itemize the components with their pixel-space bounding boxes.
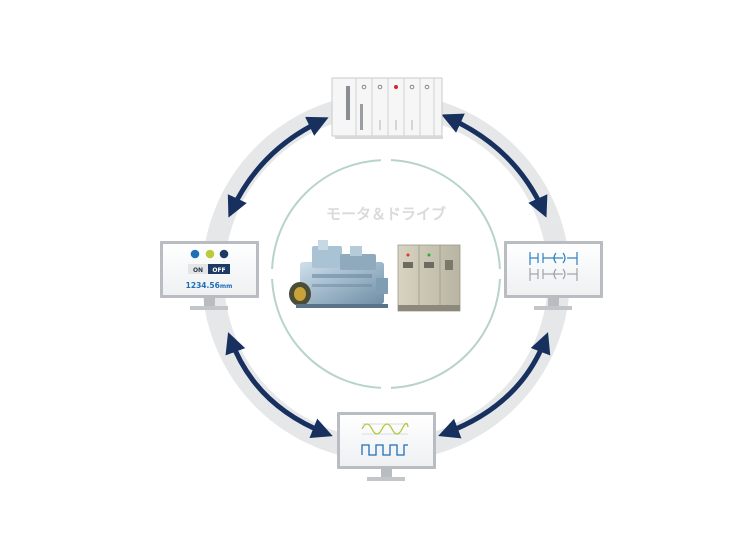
arrows xyxy=(225,113,551,439)
on-button xyxy=(188,264,208,274)
arrow-ladder-to-scope xyxy=(438,332,551,439)
readout-unit: mm xyxy=(220,283,233,290)
on-button-label: ON xyxy=(193,267,203,274)
arrow-plc-to-ladder xyxy=(441,113,548,218)
arrow-plc-to-hmi xyxy=(227,116,329,218)
status-lamp-green xyxy=(205,249,215,259)
waveform-icon xyxy=(361,422,409,456)
motor-image xyxy=(289,240,388,308)
ladder-monitor xyxy=(504,241,603,310)
inner-circle-gaps xyxy=(267,154,505,393)
plc-controller-image xyxy=(331,77,443,139)
arrow-hmi-to-scope xyxy=(225,332,333,439)
position-readout: 1234.56mm xyxy=(186,281,233,290)
off-button xyxy=(208,264,230,274)
center-title: モータ＆ドライブ xyxy=(326,205,446,223)
readout-value: 1234.56 xyxy=(186,281,220,290)
status-lamp-blue xyxy=(190,249,200,259)
off-button-label: OFF xyxy=(212,267,225,274)
drive-cabinet-image xyxy=(397,244,461,312)
waveform-monitor xyxy=(337,412,436,481)
status-lamp-navy xyxy=(219,249,229,259)
ladder-diagram-icon xyxy=(529,252,578,281)
hmi-monitor: ON OFF 1234.56mm xyxy=(160,241,259,310)
